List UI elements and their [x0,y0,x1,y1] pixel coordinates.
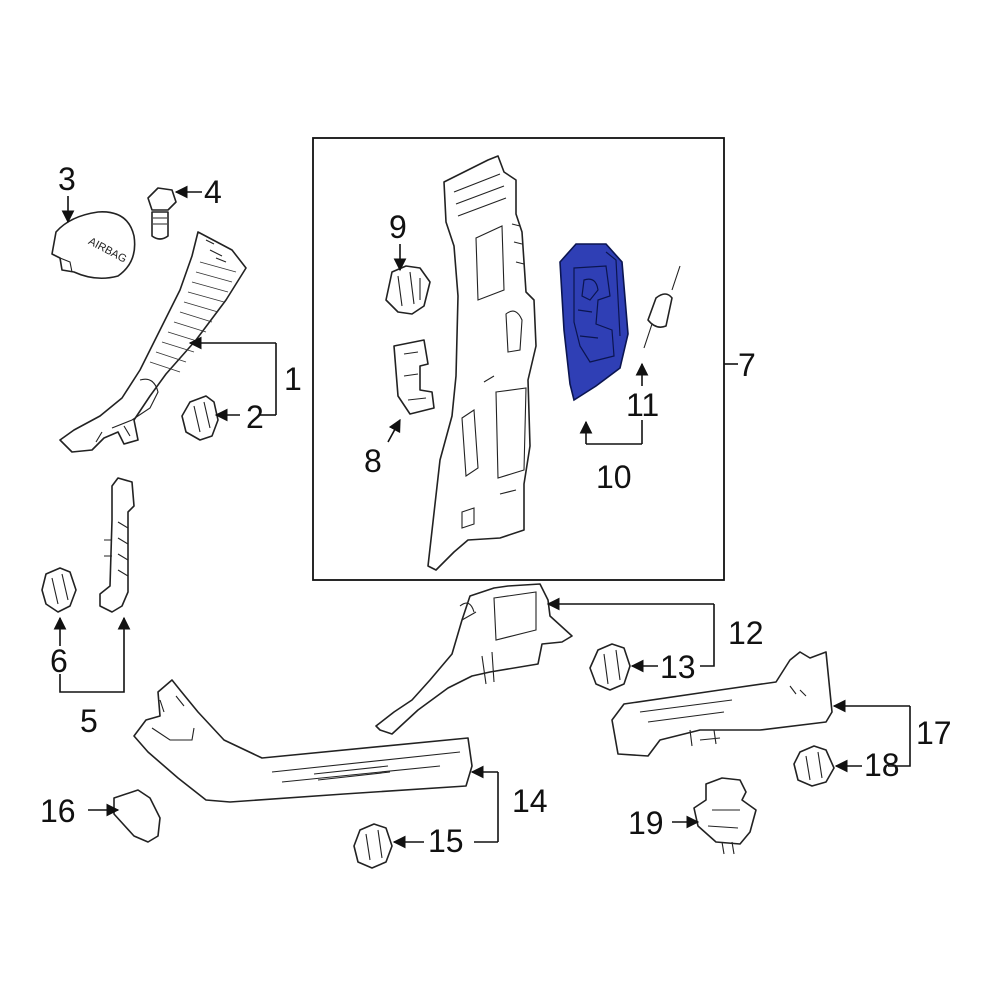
airbag-cap-part[interactable]: AIRBAG [51,211,136,280]
callout-16: 16 [40,793,76,829]
b-pillar-trim-part[interactable] [427,155,537,571]
callout-labels: 1 2 3 4 5 6 7 8 9 10 11 12 13 14 15 16 1… [40,161,952,859]
quarter-trim-part[interactable] [375,583,573,735]
scuff-plate-part[interactable] [611,651,833,757]
pillar-strip-part[interactable] [99,477,135,613]
callout-9: 9 [389,209,407,245]
detail-box [312,137,725,581]
callout-19: 19 [628,805,664,841]
clip-part-6[interactable] [41,567,77,613]
clip-part-15[interactable] [353,823,393,869]
clip-part-2[interactable] [181,395,219,441]
callout-2: 2 [246,399,264,435]
callout-8: 8 [364,443,382,479]
callout-1: 1 [284,361,302,397]
pin-part-11[interactable] [643,265,681,349]
callout-10: 10 [596,459,632,495]
callout-3: 3 [58,161,76,197]
end-cap-part[interactable] [113,789,161,843]
handle-part-10-highlighted[interactable] [559,243,629,402]
callout-12: 12 [728,615,764,651]
callout-15: 15 [428,823,464,859]
sill-plate-part[interactable] [133,679,473,803]
callout-4: 4 [204,174,222,210]
callout-17: 17 [916,715,952,751]
callout-7: 7 [738,347,756,383]
callout-13: 13 [660,649,696,685]
clip-part-13[interactable] [589,643,631,691]
callout-18: 18 [864,747,900,783]
callout-5: 5 [80,703,98,739]
callout-14: 14 [512,783,548,819]
a-pillar-trim-part[interactable] [59,231,247,453]
clip-part-9[interactable] [385,265,431,315]
callout-6: 6 [50,643,68,679]
clip-part-18[interactable] [793,745,835,787]
push-clip-part[interactable] [693,777,757,855]
bolt-part[interactable] [147,187,177,240]
callout-11: 11 [626,387,659,423]
leader-lines [53,185,911,849]
bracket-part-8[interactable] [393,339,435,415]
